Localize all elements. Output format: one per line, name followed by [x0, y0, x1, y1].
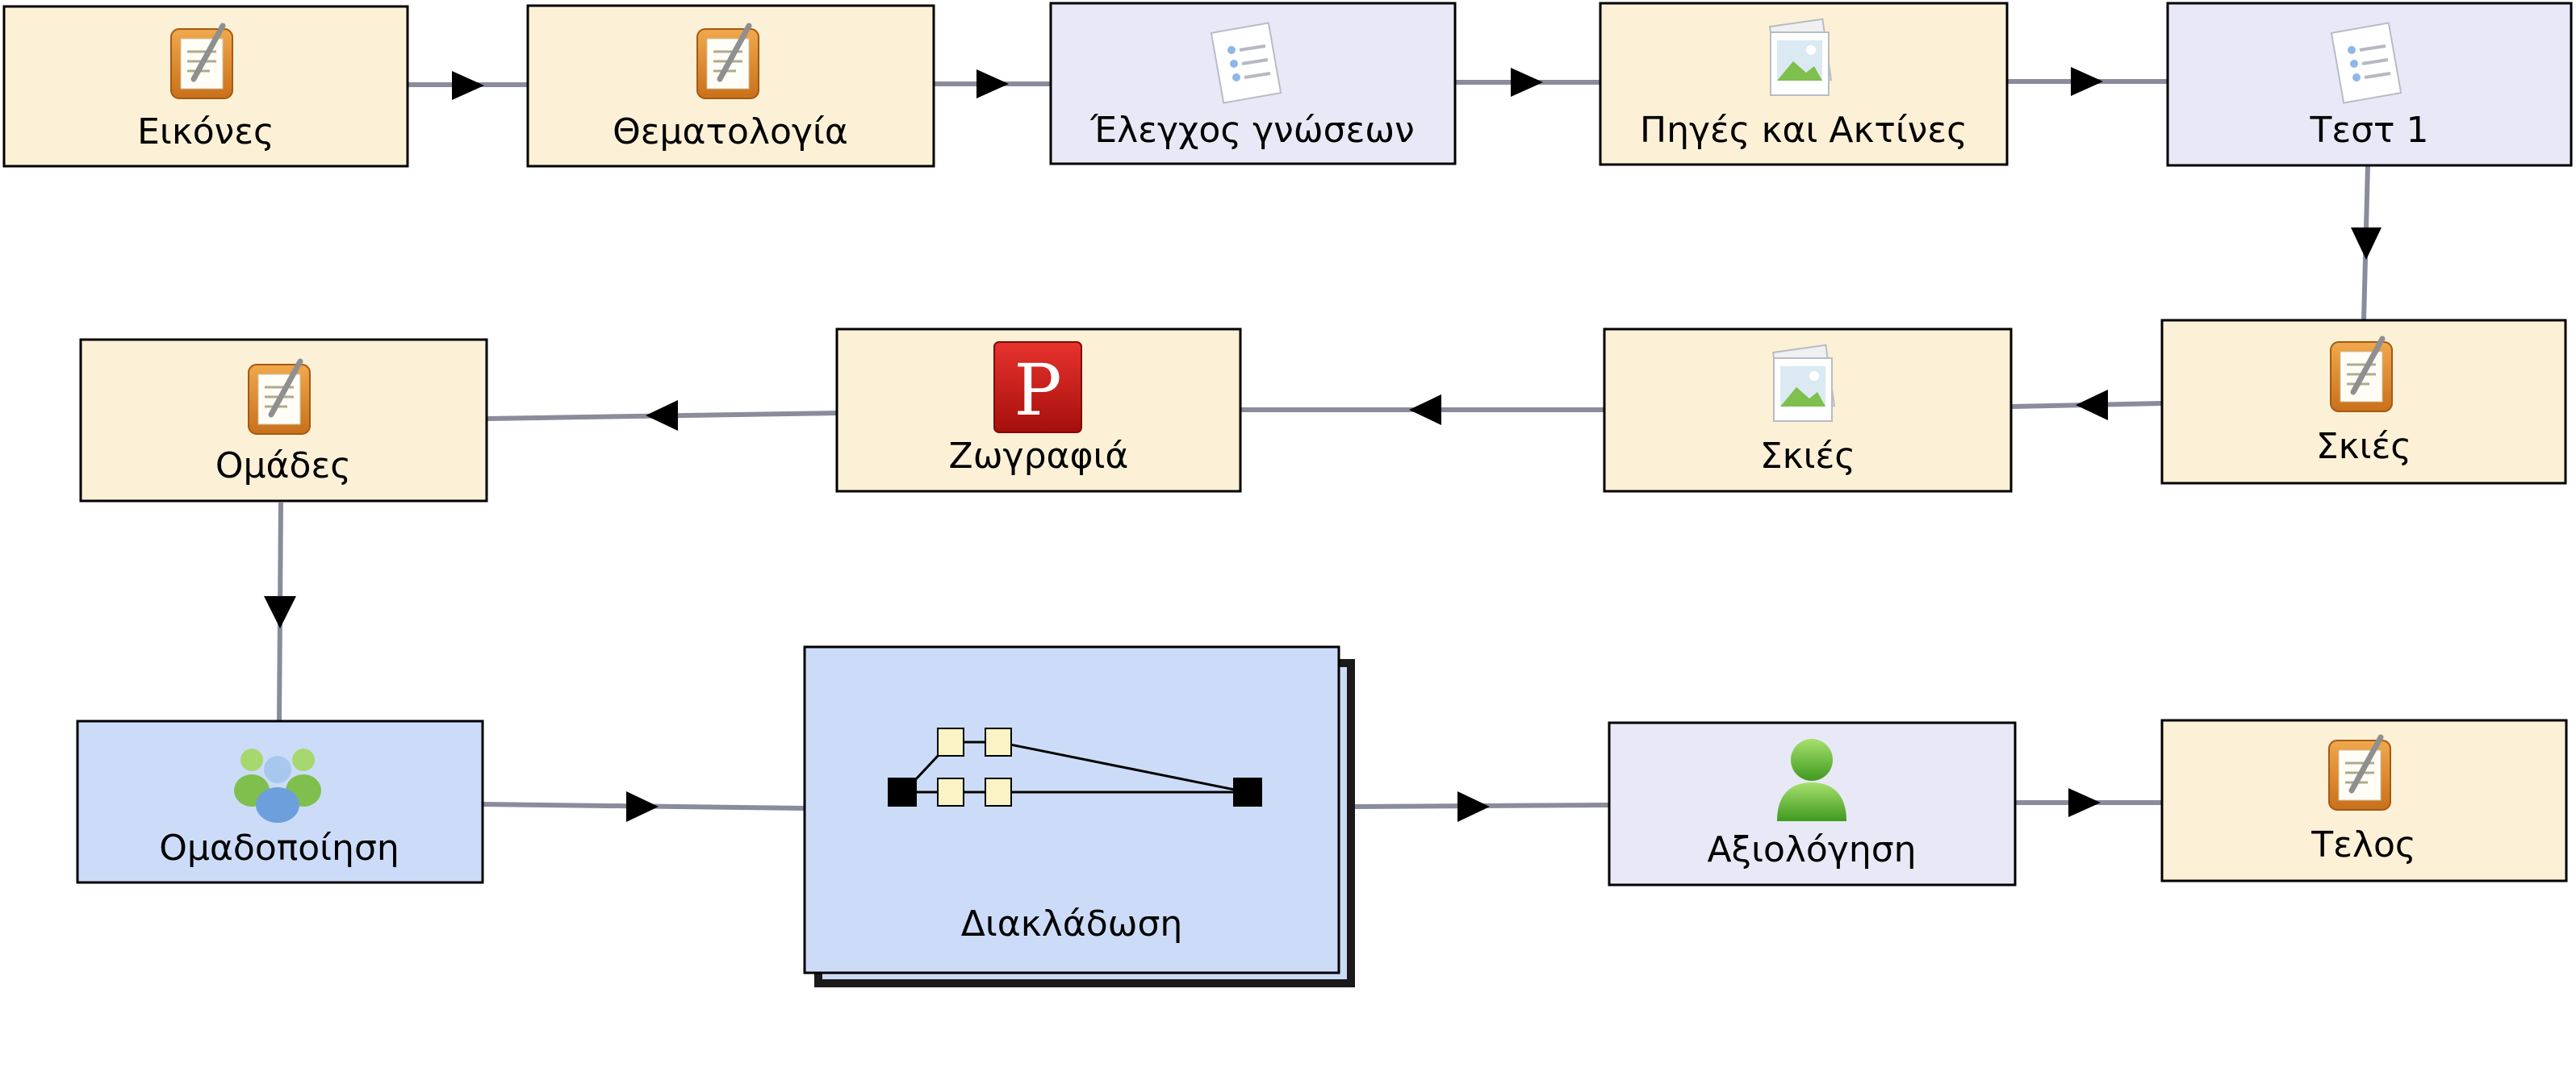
- svg-text:P: P: [1014, 348, 1061, 432]
- node-omadopoiisi[interactable]: Ομαδοποίηση: [76, 720, 484, 884]
- p-badge-icon: P: [993, 341, 1082, 433]
- node-omades[interactable]: Ομάδες: [79, 338, 488, 503]
- notebook-icon: [2330, 336, 2393, 412]
- notebook-icon: [696, 23, 759, 99]
- arrowhead-n1-n2: [452, 71, 484, 100]
- branch-icon: [888, 728, 1262, 807]
- arrowhead-n3-n4: [1511, 68, 1543, 97]
- node-label: Έλεγχος γνώσεων: [1089, 110, 1414, 151]
- node-label: Ζωγραφιά: [949, 436, 1129, 477]
- person-icon: [1777, 739, 1846, 821]
- node-test-1[interactable]: Τεστ 1: [2166, 2, 2573, 167]
- arrowheads: [264, 67, 2382, 822]
- checklist-icon: [2330, 22, 2402, 104]
- node-label: Πηγές και Ακτίνες: [1640, 110, 1968, 151]
- node-telos[interactable]: Τελος: [2160, 719, 2568, 882]
- node-skies-image[interactable]: Σκιές: [1603, 327, 2013, 493]
- node-label: Εικόνες: [137, 111, 274, 152]
- node-eikones[interactable]: Εικόνες: [2, 5, 409, 168]
- arrowhead-n7-n8: [1409, 394, 1441, 425]
- node-label: Διακλάδωση: [961, 903, 1183, 945]
- node-elegxos-gnoseon[interactable]: Έλεγχος γνώσεων: [1049, 2, 1457, 165]
- node-label: Σκιές: [1760, 436, 1855, 477]
- node-box: [803, 645, 1340, 974]
- arrowhead-n12-n13: [2068, 788, 2101, 817]
- node-diakladosi[interactable]: Διακλάδωση: [803, 645, 1355, 987]
- node-label: Ομαδοποίηση: [159, 828, 399, 869]
- node-label: Αξιολόγηση: [1707, 829, 1916, 870]
- node-axiologisi[interactable]: Αξιολόγηση: [1608, 721, 2017, 887]
- node-label: Ομάδες: [215, 445, 351, 486]
- node-label: Θεματολογία: [613, 111, 848, 152]
- image-doc-icon: [1771, 344, 1836, 422]
- people-group-icon: [234, 749, 321, 823]
- image-doc-icon: [1768, 18, 1833, 96]
- checklist-icon: [1210, 22, 1282, 104]
- arrowhead-n6-n7: [2076, 390, 2108, 420]
- arrowhead-n8-n9: [646, 400, 678, 431]
- arrowhead-n9-n10: [264, 596, 296, 628]
- arrowhead-n4-n5: [2071, 67, 2103, 96]
- arrowhead-n11-n12: [1457, 791, 1490, 822]
- node-label: Τελος: [2310, 824, 2415, 866]
- node-piges-kai-aktines[interactable]: Πηγές και Ακτίνες: [1599, 2, 2009, 166]
- arrowhead-n10-n11: [626, 791, 659, 822]
- node-skies-notebook[interactable]: Σκιές: [2160, 319, 2567, 485]
- arrowhead-n2-n3: [976, 69, 1009, 98]
- arrowhead-n5-n6: [2351, 227, 2382, 260]
- node-label: Τεστ 1: [2309, 110, 2428, 151]
- node-label: Σκιές: [2316, 426, 2411, 467]
- notebook-icon: [2328, 734, 2391, 811]
- node-zografia[interactable]: P Ζωγραφιά: [835, 327, 1242, 493]
- notebook-icon: [248, 358, 311, 435]
- notebook-icon: [170, 23, 233, 99]
- node-thematologia[interactable]: Θεματολογία: [526, 4, 935, 168]
